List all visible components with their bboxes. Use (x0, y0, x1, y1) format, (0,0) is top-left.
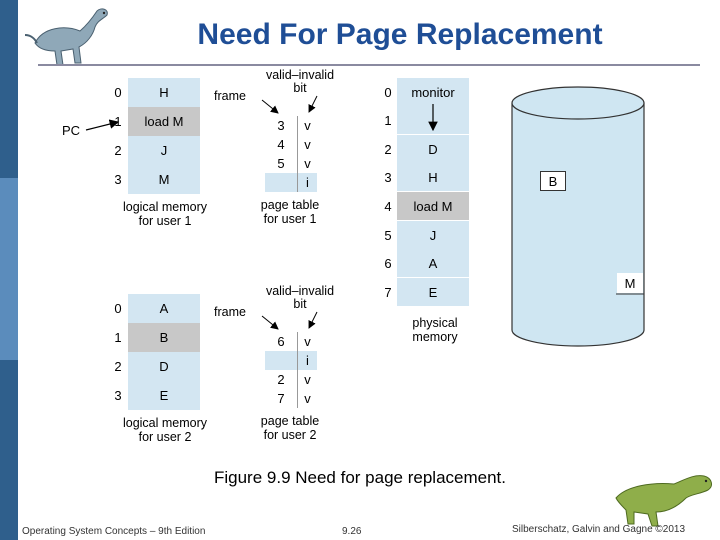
bit-arrow-user1 (308, 95, 318, 113)
bit-arrow-user2 (308, 311, 318, 329)
label-line: for user 1 (263, 212, 317, 226)
page-title: Need For Page Replacement (197, 18, 603, 51)
label-line: memory (412, 330, 458, 344)
phys-cell: J (397, 221, 469, 249)
footer-right: Silberschatz, Galvin and Gagne ©2013 (512, 524, 686, 535)
label-line: logical memory (122, 416, 208, 430)
pt2-bit: v (297, 332, 317, 351)
user2-logical-label: logical memory for user 2 (100, 416, 230, 444)
user1-page-table-label: page table for user 1 (240, 198, 340, 226)
user1-index: 0 (114, 85, 122, 100)
phys-index: 6 (384, 256, 392, 271)
frame-label-user2: frame (214, 305, 246, 319)
phys-cell: A (397, 249, 469, 277)
user2-cell: B (128, 323, 200, 352)
pt1-frame: 4 (277, 137, 285, 152)
label-line: valid–invalid (265, 68, 335, 82)
pt2-bit: i (297, 351, 317, 370)
disk-block-b: B (540, 171, 566, 191)
pt1-bit: v (297, 154, 317, 173)
sidebar-bar-bottom (0, 360, 18, 540)
phys-index: 1 (384, 113, 392, 128)
phys-cell: monitor (397, 78, 469, 106)
pt2-frame: 7 (277, 391, 285, 406)
pt1-frame (265, 173, 297, 192)
label-line: logical memory (122, 200, 208, 214)
phys-cell: E (397, 278, 469, 306)
pt2-bit: v (297, 389, 317, 408)
label-line: bit (293, 297, 307, 311)
pt2-frame: 6 (277, 334, 285, 349)
user1-cell: H (128, 78, 200, 107)
disk-block-m: M (617, 273, 643, 293)
pt1-frame: 5 (277, 156, 285, 171)
disk-icon (511, 86, 645, 347)
user2-index: 2 (114, 359, 122, 374)
user1-logical-label: logical memory for user 1 (100, 200, 230, 228)
footer-left: Operating System Concepts – 9th Edition (22, 526, 206, 537)
pt1-bit: i (297, 173, 317, 192)
phys-cell (397, 106, 469, 134)
valid-invalid-label-user2: valid–invalid bit (250, 285, 350, 311)
pt2-frame: 2 (277, 372, 285, 387)
pt1-frame: 3 (277, 118, 285, 133)
frame-arrow-user2 (261, 315, 279, 330)
phys-index: 5 (384, 228, 392, 243)
user1-cell: M (128, 165, 200, 194)
label-line: for user 1 (138, 214, 192, 228)
user2-index: 0 (114, 301, 122, 316)
phys-cell: D (397, 135, 469, 163)
figure-caption: Figure 9.9 Need for page replacement. (213, 468, 506, 487)
phys-index: 2 (384, 142, 392, 157)
valid-invalid-label-user1: valid–invalid bit (250, 69, 350, 95)
phys-index: 7 (384, 285, 392, 300)
pt1-bit: v (297, 135, 317, 154)
phys-index: 4 (384, 199, 392, 214)
user1-cell: J (128, 136, 200, 165)
user1-index: 1 (114, 114, 122, 129)
frame-label-user1: frame (214, 89, 246, 103)
phys-index: 0 (384, 85, 392, 100)
phys-cell: load M (397, 192, 469, 220)
pt2-frame (265, 351, 297, 370)
label-line: page table (260, 198, 320, 212)
label-line: bit (293, 81, 307, 95)
pt1-bit: v (297, 116, 317, 135)
frame-arrow-user1 (261, 99, 279, 114)
user2-page-table-label: page table for user 2 (240, 414, 340, 442)
physical-memory-label: physical memory (390, 316, 480, 344)
user1-cell: load M (128, 107, 200, 136)
sidebar-bar-top (0, 0, 18, 178)
footer-center: 9.26 (342, 526, 362, 537)
label-line: page table (260, 414, 320, 428)
title-divider (38, 64, 700, 66)
pt2-bit: v (297, 370, 317, 389)
phys-cell: H (397, 163, 469, 191)
user2-cell: E (128, 381, 200, 410)
user2-cell: D (128, 352, 200, 381)
label-line: valid–invalid (265, 284, 335, 298)
label-line: for user 2 (263, 428, 317, 442)
user1-index: 3 (114, 172, 122, 187)
label-line: physical (412, 316, 458, 330)
user2-index: 3 (114, 388, 122, 403)
phys-index: 3 (384, 170, 392, 185)
pc-label: PC (61, 123, 81, 138)
user1-index: 2 (114, 143, 122, 158)
user2-cell: A (128, 294, 200, 323)
sidebar-bar-middle (0, 178, 18, 360)
label-line: for user 2 (138, 430, 192, 444)
user2-index: 1 (114, 330, 122, 345)
